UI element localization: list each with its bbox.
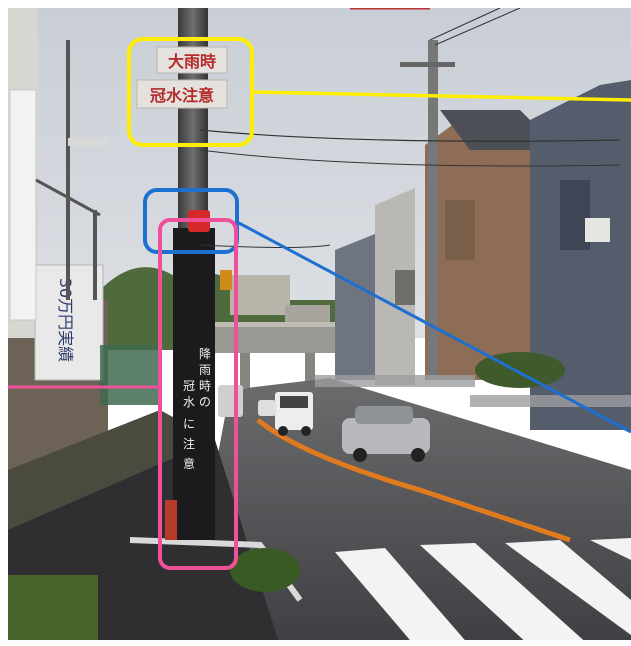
right-utility-pole [428, 40, 438, 380]
guardrail [315, 375, 475, 387]
crosswalk-stripe [420, 543, 590, 646]
pole-sign-char: 冠 [183, 379, 195, 393]
truck-white [275, 392, 313, 436]
orange-center-line [256, 418, 571, 543]
sign-text-line1: 大雨時 [168, 52, 216, 71]
pole-sign-char: 時 [199, 379, 211, 393]
pole-sign-char: 水 [183, 395, 195, 409]
yellow-callout-line [251, 90, 631, 102]
crosswalk-stripe [335, 548, 470, 646]
crosswalk-stripe [505, 540, 631, 635]
sign-text-line2: 冠水注意 [150, 86, 214, 105]
sign-plate-bottom [136, 79, 228, 109]
pole-sign: 降 雨 時 の 冠 水 に 注 意 [183, 347, 211, 471]
far-buildings [230, 275, 290, 315]
pole-sign-char: 降 [199, 347, 211, 361]
pole-sign-char: 注 [183, 436, 195, 451]
blue-highlight-box [143, 188, 239, 254]
car-silver [342, 406, 430, 462]
house-blue-grey [530, 80, 631, 430]
road [215, 378, 631, 646]
billboard-text: 30万円実績 [56, 278, 75, 362]
pole-sign-char: に [183, 417, 195, 431]
pole-sign-char: 雨 [199, 363, 211, 377]
pink-highlight-box [158, 218, 238, 570]
crosswalk-stripe [590, 538, 631, 560]
car-small [258, 400, 276, 416]
house-brown [425, 112, 545, 380]
house-grey [335, 232, 380, 380]
car-small [218, 385, 243, 417]
sign-plate-top [156, 46, 228, 74]
pole-sign-char: 意 [183, 456, 195, 471]
pole-sign-char: の [199, 395, 211, 409]
blue-callout-line [236, 220, 631, 434]
